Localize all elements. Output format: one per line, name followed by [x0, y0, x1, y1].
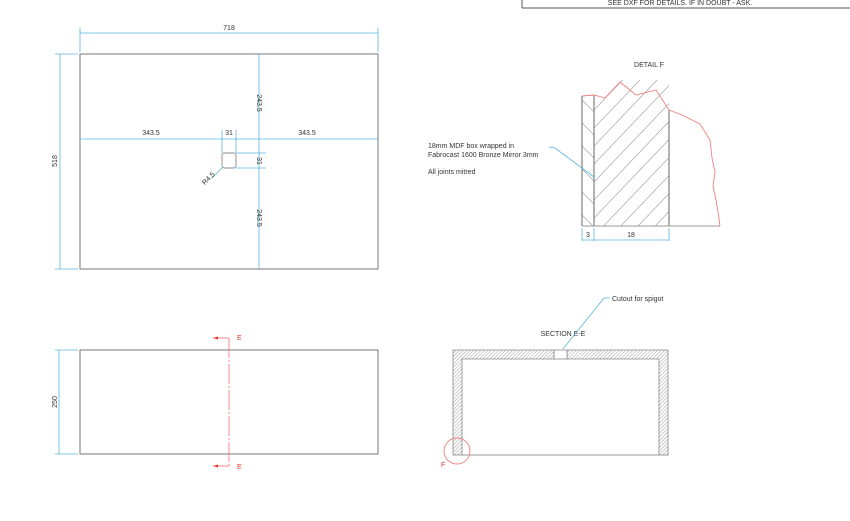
height-dimension: 518 [52, 155, 59, 167]
detail-f-title: DETAIL F [634, 62, 664, 69]
spigot-cutout-section [553, 349, 568, 360]
mirror-hatch-line [582, 214, 594, 226]
mdf-hatch-line [620, 175, 669, 226]
radius-dimension: R4.5 [201, 171, 216, 186]
detail-note-line2: Fabrocast 1600 Bronze Mirror 3mm [428, 152, 539, 159]
detail-f: DETAIL F 18mm MDF box wrapped in Fabroca… [428, 62, 721, 308]
mdf-hatch-line [594, 218, 680, 308]
bottom-offset-dimension: 243.5 [255, 209, 262, 227]
mirror-hatch-line [582, 191, 594, 205]
mdf-hatch-line [603, 157, 669, 226]
detail-note-line3: All joints mitred [428, 169, 476, 176]
mirror-hatch-line [582, 122, 594, 136]
mirror-hatch-line [582, 99, 594, 113]
cutout-width-dimension: 31 [225, 130, 233, 137]
mdf-hatch-line [594, 80, 641, 129]
mdf-hatch-line [594, 80, 658, 147]
detail-f-label: F [441, 462, 445, 469]
detail-f-marker [443, 437, 471, 465]
mdf-hatch-line [594, 139, 669, 219]
spigot-cutout [221, 152, 237, 169]
mdf-hatch-line [594, 103, 669, 183]
cutout-height-dimension: 31 [255, 157, 262, 165]
width-dimension: 718 [223, 25, 235, 32]
front-view: 250 E E [52, 335, 379, 471]
mdf-hatch-line [637, 193, 669, 226]
title-block-note: SEE DXF FOR DETAILS. IF IN DOUBT - ASK. [608, 0, 752, 7]
section-ee-title: SECTION E-E [541, 331, 586, 338]
mirror-thickness-dimension: 3 [586, 232, 590, 239]
left-offset-dimension: 343.5 [142, 130, 160, 137]
plan-outline [79, 53, 379, 270]
mirror-hatch-line [582, 145, 594, 159]
top-offset-dimension: 243.5 [255, 94, 262, 112]
plan-view: 718 518 343.5 343.5 31 31 243.5 243.5 R4… [52, 25, 379, 270]
mdf-hatch-line [654, 211, 669, 226]
section-mark-top: E [237, 335, 242, 342]
section-ee: SECTION E-E Cutout for spigot F [441, 296, 669, 469]
mirror-hatch-line [582, 168, 594, 182]
detail-note-line1: 18mm MDF box wrapped in [428, 143, 514, 150]
mdf-hatch-line [594, 121, 669, 201]
spigot-callout: Cutout for spigot [612, 296, 663, 303]
right-offset-dimension: 343.5 [298, 130, 316, 137]
section-mark-bottom: E [237, 464, 242, 471]
mdf-hatch-line [594, 85, 669, 165]
front-height-dimension: 250 [52, 396, 59, 408]
title-block: SEE DXF FOR DETAILS. IF IN DOUBT - ASK. [521, 0, 850, 9]
mdf-thickness-dimension: 18 [627, 232, 635, 239]
